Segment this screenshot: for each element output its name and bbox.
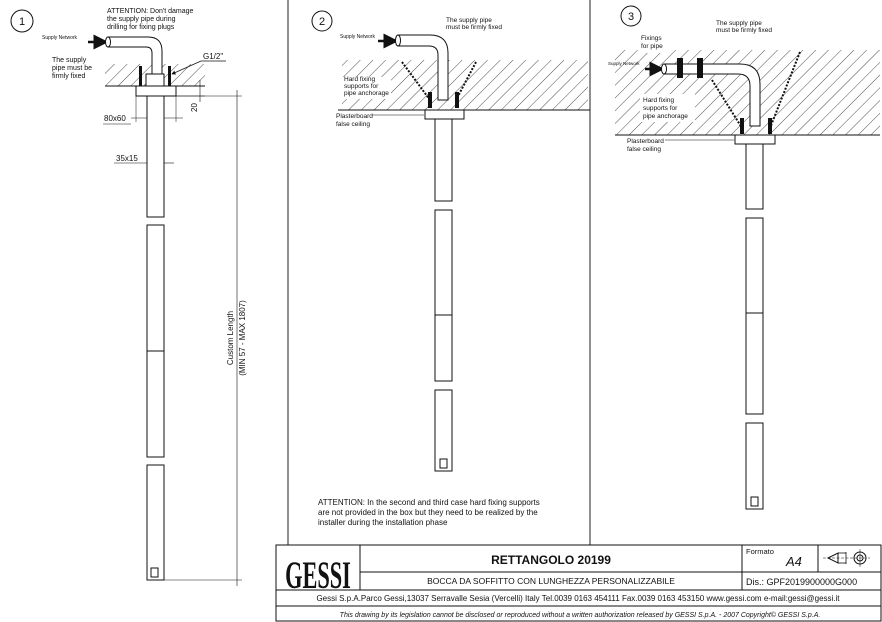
- panel-3-fixings: Fixings for pipe: [641, 35, 663, 50]
- panel-3-spout-segment-2: [745, 217, 764, 314]
- panel-2-spout-segment-2: [434, 209, 453, 316]
- panel-1-number: 1: [19, 16, 25, 28]
- panel-2-supply-network: Supply Network: [340, 34, 376, 40]
- panel-3-spout-segment-1: [745, 143, 764, 210]
- panel-3-spout-segment-4: [745, 422, 764, 510]
- custom-length-label: Custom Length: [226, 311, 235, 365]
- spout-outlet: [150, 567, 159, 578]
- panel-1-attention: ATTENTION: Don't damage the supply pipe …: [107, 8, 195, 31]
- spout-segment-4: [146, 464, 165, 581]
- panel-1: 1 ATTENTION: Don't damage the supply pip…: [10, 8, 247, 586]
- panel-1-number-circle: [10, 9, 34, 33]
- panel-3-number: 3: [628, 11, 634, 23]
- dim-80x60: 80x60: [104, 114, 126, 123]
- panel-3-ceiling-plate: [734, 134, 776, 145]
- drawing-number: Dis.: GPF2019900000G000: [746, 577, 857, 587]
- product-name: RETTANGOLO 20199: [491, 553, 611, 567]
- product-description: BOCCA DA SOFFITTO CON LUNGHEZZA PERSONAL…: [427, 576, 675, 586]
- formato-value: A4: [785, 554, 802, 569]
- dim-35x15: 35x15: [116, 154, 138, 163]
- dim-20: 20: [190, 103, 199, 112]
- panel-3-number-circle: [620, 5, 642, 27]
- panel-2: 2 The supply pipe must be firmly fixed S…: [311, 10, 590, 527]
- panel-3-supply-network: Supply Network: [608, 61, 640, 66]
- panel-1-supply-network: Supply Network: [42, 35, 78, 41]
- panel-2-ceiling-plate: [424, 109, 465, 120]
- spout-segment-3: [146, 350, 165, 458]
- panel-2-spout-segment-4: [434, 389, 453, 472]
- thread-label: G1/2": [203, 52, 223, 61]
- projection-symbol-icon: [823, 549, 870, 567]
- panel-2-number: 2: [319, 16, 325, 28]
- title-block: GESSI RETTANGOLO 20199 BOCCA DA SOFFITTO…: [275, 544, 882, 622]
- panel-2-spout-segment-1: [434, 118, 453, 202]
- spout-segment-1: [146, 95, 165, 218]
- panel-1-pipe-fixed: The supply pipe must be firmly fixed: [52, 57, 94, 80]
- panel-2-hard-fixing: Hard fixing supports for pipe anchorage: [344, 76, 389, 97]
- copyright-notice: This drawing by its legislation cannot b…: [340, 611, 821, 619]
- panel-2-pipe-fixed: The supply pipe must be firmly fixed: [446, 17, 502, 31]
- panel-2-supply-pipe: [397, 34, 449, 101]
- panel-2-attention: ATTENTION: In the second and third case …: [318, 498, 542, 527]
- company-address: Gessi S.p.A.Parco Gessi,13037 Serravalle…: [316, 594, 840, 603]
- ceiling-plate: [135, 85, 177, 97]
- panel-3-hard-fixing: Hard fixing supports for pipe anchorage: [643, 97, 688, 120]
- gessi-logo: GESSI: [285, 554, 351, 597]
- spout-segment-2: [146, 224, 165, 352]
- length-range-label: (MIN 57 - MAX 1807): [238, 300, 247, 376]
- panel-2-plasterboard: Plasterboard false ceiling: [336, 113, 375, 128]
- panel-3: 3 The supply pipe must be firmly fixed F…: [608, 5, 880, 510]
- panel-2-spout-segment-3: [434, 314, 453, 382]
- panel-3-spout-segment-3: [745, 312, 764, 415]
- panel-3-plasterboard: Plasterboard false ceiling: [627, 138, 666, 153]
- panel-3-pipe-fixed: The supply pipe must be firmly fixed: [716, 20, 772, 34]
- panel-2-number-circle: [311, 10, 333, 32]
- panel-3-supply-pipe: [663, 63, 761, 127]
- formato-label: Formato: [746, 547, 774, 556]
